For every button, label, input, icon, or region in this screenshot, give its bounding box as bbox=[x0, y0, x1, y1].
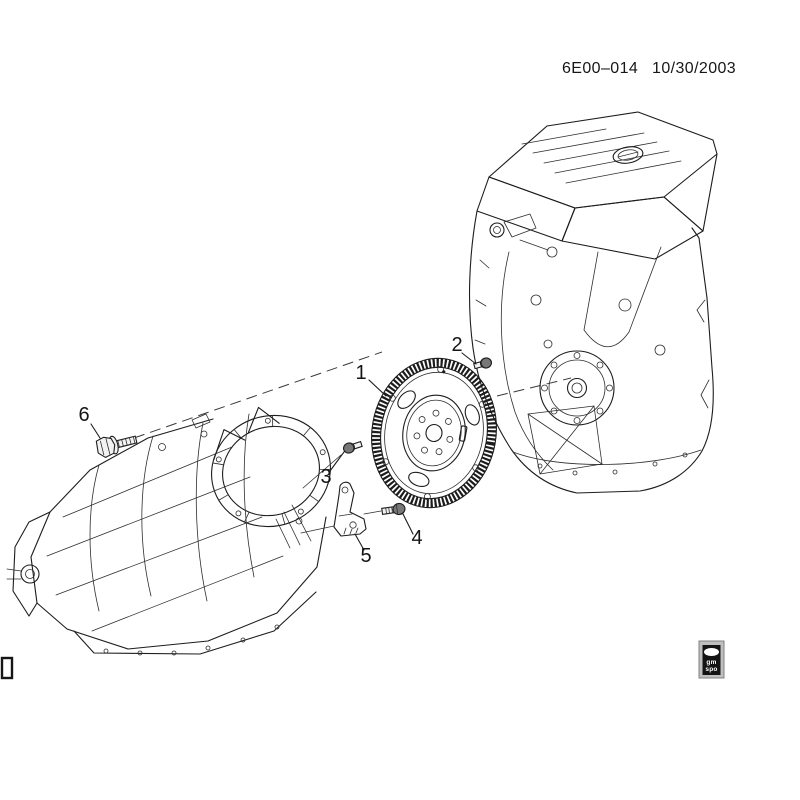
bolt-item-4 bbox=[381, 502, 406, 516]
callout-6: 6 bbox=[78, 404, 89, 426]
engine-cover-emblem bbox=[612, 146, 644, 164]
crankshaft-flange bbox=[539, 350, 615, 426]
badge-line2: spo bbox=[705, 666, 717, 673]
bolt-item-2 bbox=[473, 357, 493, 370]
badge-line1: gm bbox=[706, 659, 716, 666]
drawing-header: 6E00–014 10/30/2003 bbox=[562, 60, 736, 78]
drawing-date: 10/30/2003 bbox=[652, 60, 737, 77]
flexplate-drawing bbox=[371, 357, 497, 509]
drawing-number: 6E00–014 bbox=[562, 60, 639, 77]
engine-drawing bbox=[468, 111, 718, 494]
callout-labels: 1 2 3 4 5 6 bbox=[78, 334, 462, 567]
badge-oval bbox=[704, 648, 719, 656]
bolt-item-3 bbox=[342, 440, 363, 454]
assembly-centerlines bbox=[133, 351, 572, 439]
transmission-drawing bbox=[6, 406, 331, 656]
gm-spo-badge: gm spo bbox=[698, 640, 725, 679]
page-registration-mark bbox=[0, 656, 14, 680]
balance-weight bbox=[458, 425, 468, 442]
bracket-item-5 bbox=[333, 481, 367, 537]
ring-gear-teeth bbox=[371, 358, 497, 508]
callout-5: 5 bbox=[360, 545, 371, 567]
callout-3: 3 bbox=[320, 466, 331, 488]
callout-1: 1 bbox=[355, 362, 366, 384]
bolt-item-6 bbox=[95, 435, 138, 459]
leader-lines bbox=[90, 352, 477, 551]
callout-4: 4 bbox=[411, 527, 422, 549]
callout-2: 2 bbox=[451, 334, 462, 356]
